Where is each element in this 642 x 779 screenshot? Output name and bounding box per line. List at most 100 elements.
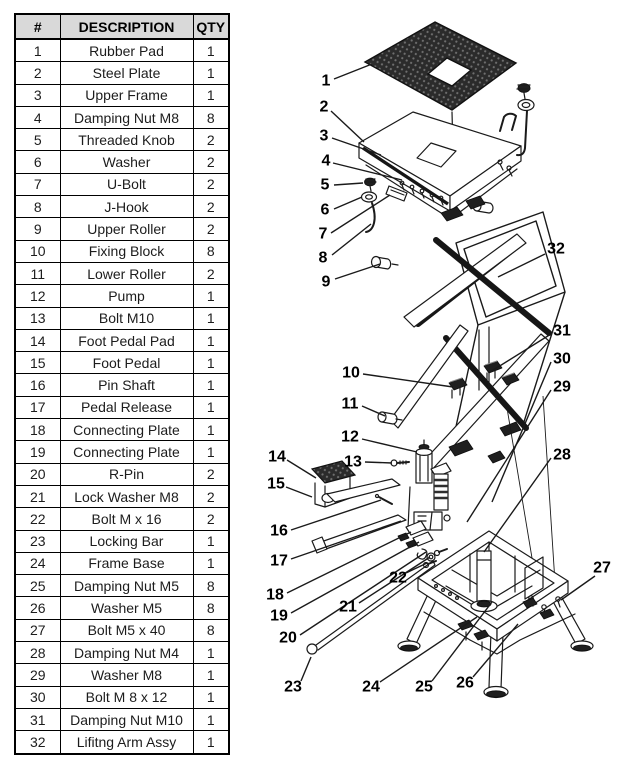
callout-label-5: 5 xyxy=(321,177,330,194)
part-description: Upper Roller xyxy=(59,217,194,241)
part-qty: 1 xyxy=(192,685,230,709)
part-qty: 1 xyxy=(192,730,230,754)
part-qty: 1 xyxy=(192,529,230,553)
knob-washer-hook-left xyxy=(360,177,408,233)
callout-label-3: 3 xyxy=(320,128,329,145)
callout-leader-20 xyxy=(299,551,427,636)
callout-label-26: 26 xyxy=(456,675,474,692)
part-number: 12 xyxy=(14,284,61,308)
part-description: Lifitng Arm Assy xyxy=(59,730,194,754)
callout-leader-7 xyxy=(330,194,391,234)
callout-leader-6 xyxy=(333,196,363,210)
callout-leader-10 xyxy=(362,373,454,388)
callout-leader-4 xyxy=(332,162,403,181)
frame-base xyxy=(397,530,594,699)
part-number: 17 xyxy=(14,395,61,420)
callout-label-27: 27 xyxy=(593,560,611,577)
callout-label-23: 23 xyxy=(284,679,302,696)
callout-leader-29 xyxy=(466,389,552,523)
part-qty: 1 xyxy=(192,663,230,687)
callout-leader-31 xyxy=(489,333,552,373)
lifting-arm-assembly xyxy=(389,195,566,599)
part-description: Bolt M 8 x 12 xyxy=(59,685,194,709)
part-qty: 1 xyxy=(192,551,230,576)
callout-leader-11 xyxy=(361,405,386,417)
callout-leader-3 xyxy=(331,137,382,156)
column-header-number: # xyxy=(14,13,61,40)
callout-leader-9 xyxy=(334,263,381,280)
callout-label-28: 28 xyxy=(553,447,571,464)
callout-leader-16 xyxy=(290,499,382,531)
part-qty: 1 xyxy=(192,707,230,732)
part-number: 13 xyxy=(14,306,61,330)
part-number: 31 xyxy=(14,707,61,732)
callout-leader-25 xyxy=(431,601,493,682)
callout-leader-13 xyxy=(364,461,393,464)
callout-leader-32 xyxy=(497,253,546,278)
callout-label-19: 19 xyxy=(270,608,288,625)
part-number: 26 xyxy=(14,596,61,620)
part-qty: 2 xyxy=(192,261,230,286)
steel-plate-upper-frame xyxy=(358,111,522,219)
callout-label-31: 31 xyxy=(553,323,571,340)
callout-label-13: 13 xyxy=(344,454,362,471)
callout-label-17: 17 xyxy=(270,553,288,570)
part-description: Steel Plate xyxy=(59,61,194,85)
callout-leader-23 xyxy=(300,656,312,682)
part-number: 15 xyxy=(14,351,61,375)
callout-leader-22 xyxy=(405,562,428,574)
part-description: Locking Bar xyxy=(59,529,194,553)
part-qty: 1 xyxy=(192,641,230,665)
callout-leader-19 xyxy=(290,541,420,614)
part-qty: 1 xyxy=(192,61,230,85)
callout-leader-26 xyxy=(472,623,519,678)
callout-leader-24 xyxy=(379,616,478,683)
callout-label-21: 21 xyxy=(339,599,357,616)
callout-leader-2 xyxy=(330,110,365,143)
callout-leader-18 xyxy=(286,531,412,594)
callout-leader-15 xyxy=(285,486,313,498)
fixing-blocks xyxy=(448,360,520,464)
callout-leader-28 xyxy=(483,457,552,553)
callout-label-12: 12 xyxy=(341,429,359,446)
callout-label-4: 4 xyxy=(322,153,331,170)
part-description: Damping Nut M10 xyxy=(59,707,194,732)
callout-label-18: 18 xyxy=(266,587,284,604)
callout-label-1: 1 xyxy=(322,73,331,90)
callout-leader-8 xyxy=(331,223,372,256)
callout-label-16: 16 xyxy=(270,523,288,540)
callout-leader-17 xyxy=(290,520,402,560)
part-description: Damping Nut M8 xyxy=(59,105,194,130)
callout-leader-1 xyxy=(333,63,373,80)
part-description: Washer M5 xyxy=(59,596,194,620)
callout-label-30: 30 xyxy=(553,351,571,368)
callout-leader-5 xyxy=(333,182,364,186)
part-number: 24 xyxy=(14,551,61,576)
part-qty: 8 xyxy=(192,574,230,598)
callout-label-22: 22 xyxy=(389,570,407,587)
part-description: Connecting Plate xyxy=(59,440,194,464)
damping-nuts-m8 xyxy=(399,159,513,206)
part-number: 23 xyxy=(14,529,61,553)
knob-washer-hook-right xyxy=(499,83,535,157)
part-description: Threaded Knob xyxy=(59,128,194,152)
